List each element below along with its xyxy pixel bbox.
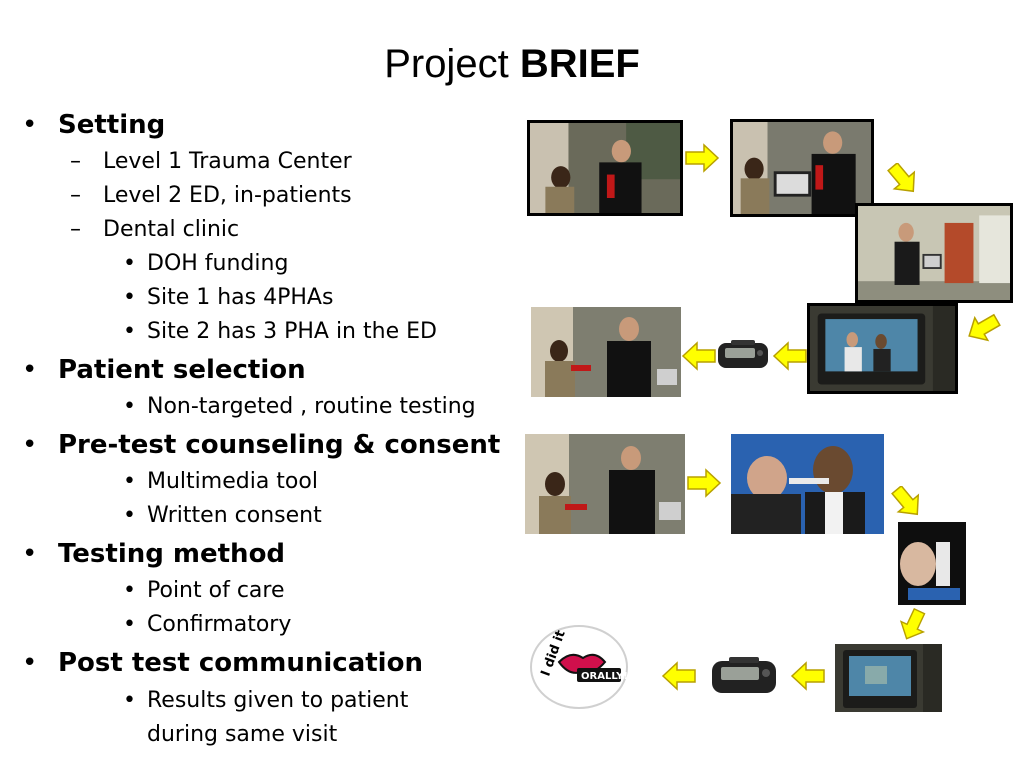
bullet-marker: • (22, 539, 38, 569)
bullet-text: during same visit (147, 722, 338, 747)
bullet-text: Testing method (58, 539, 286, 569)
bullet-text: Post test communication (58, 648, 423, 678)
bullet-text: Non-targeted , routine testing (147, 394, 476, 419)
bullet-item-level3: • Site 1 has 4PHAs (123, 285, 334, 310)
bullet-marker: • (22, 648, 38, 678)
bullet-marker: • (123, 394, 136, 419)
arrow-down-right-icon (887, 163, 916, 193)
bullet-marker: – (70, 217, 81, 242)
bullet-item-level1: • Patient selection (22, 355, 306, 385)
badge-line2: ORALLY! (581, 671, 628, 682)
bullet-item-level2: –Dental clinic (70, 217, 240, 242)
photo-test-device (898, 522, 966, 605)
pager-icon (712, 657, 776, 693)
bullet-marker: • (123, 251, 136, 276)
bullet-text: Site 1 has 4PHAs (147, 285, 334, 310)
arrow-right-icon (685, 143, 720, 173)
photo-patient-signing-consent (525, 434, 685, 534)
bullet-item-level2: –Level 2 ED, in-patients (70, 183, 352, 208)
bullet-text: Results given to patient (147, 688, 409, 713)
bullet-text: Site 2 has 3 PHA in the ED (147, 319, 437, 344)
bullet-item-level3: • Confirmatory (123, 612, 292, 637)
photo-kiosk-screen-video (807, 303, 958, 394)
bullet-item-level3: • Non-targeted , routine testing (123, 394, 476, 419)
bullet-marker: – (70, 149, 81, 174)
bullet-text: DOH funding (147, 251, 289, 276)
bullet-item-level3: during same visit (147, 722, 337, 747)
bullet-marker: • (22, 430, 38, 460)
bullet-marker: • (22, 355, 38, 385)
slide-title-strong: BRIEF (519, 42, 640, 86)
photo-patient-signing (531, 307, 681, 397)
bullet-text: Level 2 ED, in-patients (103, 183, 352, 208)
bullet-marker: • (123, 688, 136, 713)
arrow-down-left-icon (968, 313, 1001, 342)
i-did-it-orally-badge: I did it ORALLY! (530, 625, 628, 709)
bullet-item-level3: • Written consent (123, 503, 322, 528)
bullet-marker: • (123, 469, 136, 494)
bullet-text: Dental clinic (103, 217, 240, 242)
bullet-item-level1: • Post test communication (22, 648, 423, 678)
arrow-left-icon (681, 341, 716, 371)
bullet-text: Patient selection (58, 355, 306, 385)
arrow-down-icon (899, 608, 926, 640)
photo-counselor-with-patient (527, 120, 683, 216)
bullet-marker: • (123, 503, 136, 528)
bullet-text: Point of care (147, 578, 285, 603)
arrow-left-icon (790, 661, 825, 691)
bullet-item-level1: • Setting (22, 110, 166, 140)
bullet-text: Level 1 Trauma Center (103, 149, 352, 174)
bullet-item-level1: • Pre-test counseling & consent (22, 430, 501, 460)
bullet-item-level3: • Multimedia tool (123, 469, 318, 494)
bullet-item-level3: • DOH funding (123, 251, 289, 276)
arrow-right-icon (687, 468, 722, 498)
bullet-marker: • (123, 612, 136, 637)
bullet-text: Written consent (147, 503, 322, 528)
photo-results-screen (835, 644, 942, 712)
bullet-item-level2: –Level 1 Trauma Center (70, 149, 352, 174)
bullet-text: Setting (58, 110, 166, 140)
bullet-text: Multimedia tool (147, 469, 318, 494)
bullet-item-level3: • Point of care (123, 578, 285, 603)
bullet-marker: • (123, 285, 136, 310)
arrow-left-icon (772, 341, 807, 371)
pager-icon (718, 340, 768, 368)
slide-title-prefix: Project (384, 42, 509, 86)
photo-hallway-kiosk (855, 203, 1013, 303)
bullet-item-level3: • Results given to patient (123, 688, 409, 713)
arrow-left-icon (661, 661, 696, 691)
slide-title: Project BRIEF (0, 38, 1024, 90)
bullet-marker: • (22, 110, 38, 140)
bullet-text: Confirmatory (147, 612, 292, 637)
arrow-down-right-icon (891, 486, 920, 516)
bullet-item-level1: • Testing method (22, 539, 286, 569)
photo-oral-swab-test (731, 434, 884, 534)
bullet-list: •Setting–Level 1 Trauma Center–Level 2 E… (22, 110, 501, 747)
bullet-marker: • (123, 319, 136, 344)
bullet-item-level3: • Site 2 has 3 PHA in the ED (123, 319, 437, 344)
photo-patient-at-kiosk (730, 119, 874, 217)
bullet-marker: • (123, 578, 136, 603)
bullet-text: Pre-test counseling & consent (58, 430, 501, 460)
bullet-marker: – (70, 183, 81, 208)
